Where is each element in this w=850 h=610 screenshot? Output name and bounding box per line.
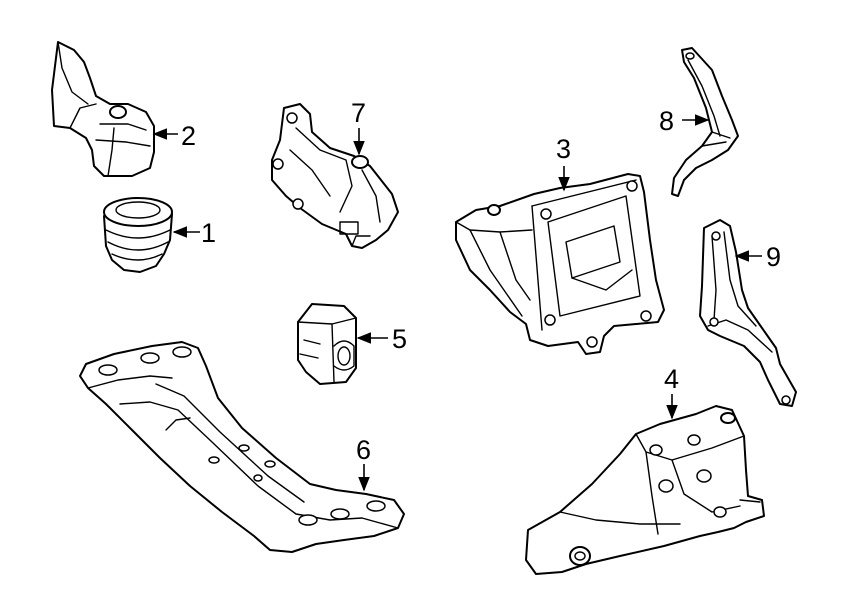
part-2-heat-shield-mount <box>51 41 155 177</box>
part-5-square-mount <box>297 303 357 385</box>
callout-2-label: 2 <box>181 121 196 151</box>
callout-4: 4 <box>664 364 679 420</box>
callout-9: 9 <box>734 242 781 272</box>
callout-8: 8 <box>659 106 710 136</box>
part-6-crossmember <box>79 341 405 553</box>
callout-6-label: 6 <box>356 435 371 465</box>
callout-1: 1 <box>172 218 216 248</box>
part-1-rubber-mount <box>103 197 173 273</box>
callout-1-label: 1 <box>201 218 216 248</box>
callout-6: 6 <box>356 435 371 492</box>
part-3-engine-mount-bracket <box>455 173 665 355</box>
callout-7: 7 <box>351 98 366 156</box>
callout-4-label: 4 <box>664 364 679 394</box>
callout-3: 3 <box>556 134 571 192</box>
callout-7-label: 7 <box>351 98 366 128</box>
callout-5-label: 5 <box>392 324 407 354</box>
part-8-rod-bracket <box>671 47 739 197</box>
callout-3-label: 3 <box>556 134 571 164</box>
callout-9-label: 9 <box>766 242 781 272</box>
part-4-engine-mount-bracket <box>525 405 765 575</box>
part-9-strut-bracket <box>699 219 797 407</box>
callout-5: 5 <box>356 324 407 354</box>
callout-8-label: 8 <box>659 106 674 136</box>
part-7-bracket <box>271 103 399 249</box>
callout-2: 2 <box>152 121 196 151</box>
